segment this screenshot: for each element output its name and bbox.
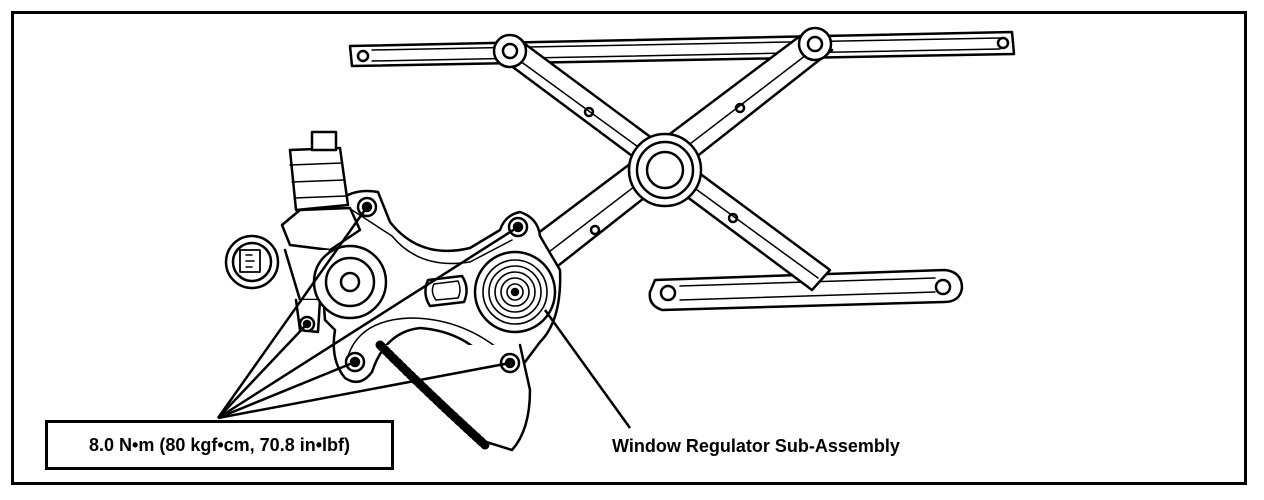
- diagram-frame: [11, 11, 1247, 485]
- upper-guide-rail: [348, 30, 1016, 68]
- motor-connector: [224, 234, 280, 290]
- motor-drive-gear: [312, 244, 388, 320]
- motor-unit: [280, 130, 362, 334]
- torque-spec-text: 8.0 N•m (80 kgf•cm, 70.8 in•lbf): [89, 434, 350, 455]
- torque-spec-callout: 8.0 N•m (80 kgf•cm, 70.8 in•lbf): [45, 420, 394, 470]
- torque-leader-lines: [216, 206, 519, 420]
- upper-slider-left: [492, 33, 528, 69]
- balance-spring: [473, 250, 557, 334]
- sector-gear: [375, 340, 532, 452]
- center-pivot: [627, 132, 703, 208]
- upper-slider-right: [797, 26, 833, 62]
- part-name-label: Window Regulator Sub-Assembly: [612, 436, 900, 456]
- part-leader-line: [543, 309, 632, 429]
